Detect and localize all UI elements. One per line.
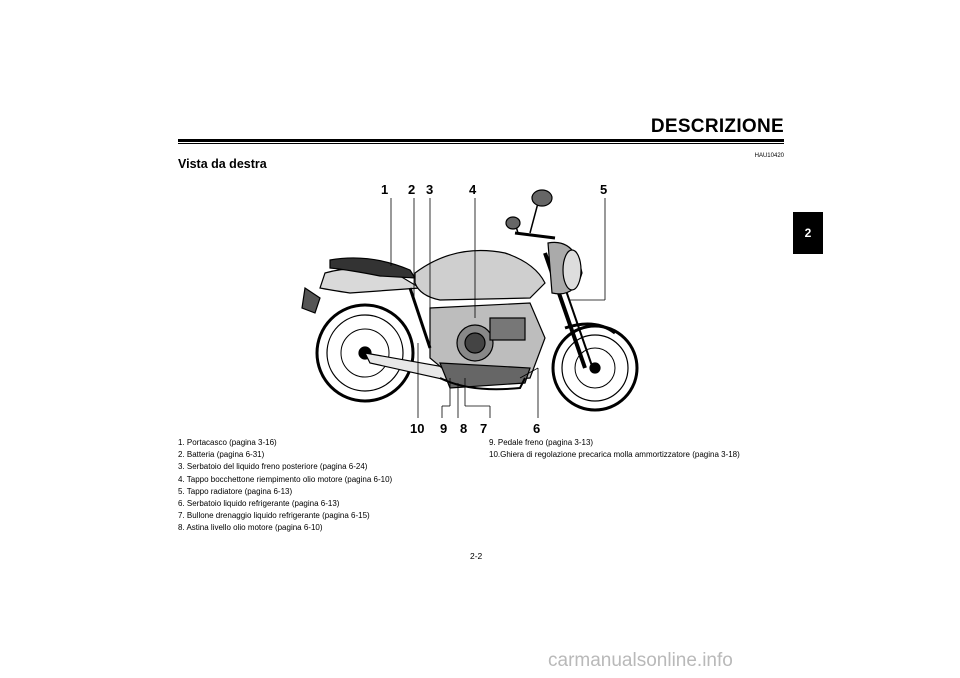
page-header-title: DESCRIZIONE (650, 116, 784, 137)
legend-item-3: 3. Serbatoio del liquido freno posterior… (178, 462, 368, 472)
callout-8: 8 (460, 421, 468, 436)
callout-10: 10 (410, 421, 425, 436)
callout-7: 7 (480, 421, 488, 436)
callout-3: 3 (426, 182, 434, 197)
legend-item-2: 2. Batteria (pagina 6-31) (178, 450, 265, 460)
legend-item-1: 1. Portacasco (pagina 3-16) (178, 438, 277, 447)
callout-6: 6 (533, 421, 541, 436)
legend-item-10: 10.Ghiera di regolazione precarica molla… (489, 450, 740, 460)
callout-5: 5 (600, 182, 608, 197)
chapter-tab[interactable]: 2 (793, 212, 823, 254)
legend-item-7: 7. Bullone drenaggio liquido refrigerant… (178, 511, 370, 521)
callout-4: 4 (469, 182, 477, 197)
legend-left: 1. Portacasco (pagina 3-16) 2. Batteria … (178, 437, 392, 535)
watermark-link[interactable]: carmanualsonline.info (548, 650, 733, 671)
header-rule (178, 139, 784, 142)
callout-2: 2 (408, 182, 416, 197)
section-title: Vista da destra (178, 157, 267, 171)
legend-item-9: 9. Pedale freno (pagina 3-13) (489, 438, 594, 447)
legend-item-6: 6. Serbatoio liquido refrigerante (pagin… (178, 499, 340, 509)
page-number: 2-2 (470, 551, 483, 561)
document-code: HAU10420 (754, 153, 784, 159)
legend-item-4: 4. Tappo bocchettone riempimento olio mo… (178, 474, 393, 484)
callout-9: 9 (440, 421, 448, 436)
legend-right: 9. Pedale freno (pagina 3-13) 10.Ghiera … (489, 437, 740, 461)
motorcycle-illustration (301, 189, 639, 418)
callout-1: 1 (381, 182, 389, 197)
legend-item-8: 8. Astina livello olio motore (pagina 6-… (178, 523, 323, 533)
header-rule-thin (178, 143, 784, 144)
legend-item-5: 5. Tappo radiatore (pagina 6-13) (178, 486, 293, 496)
